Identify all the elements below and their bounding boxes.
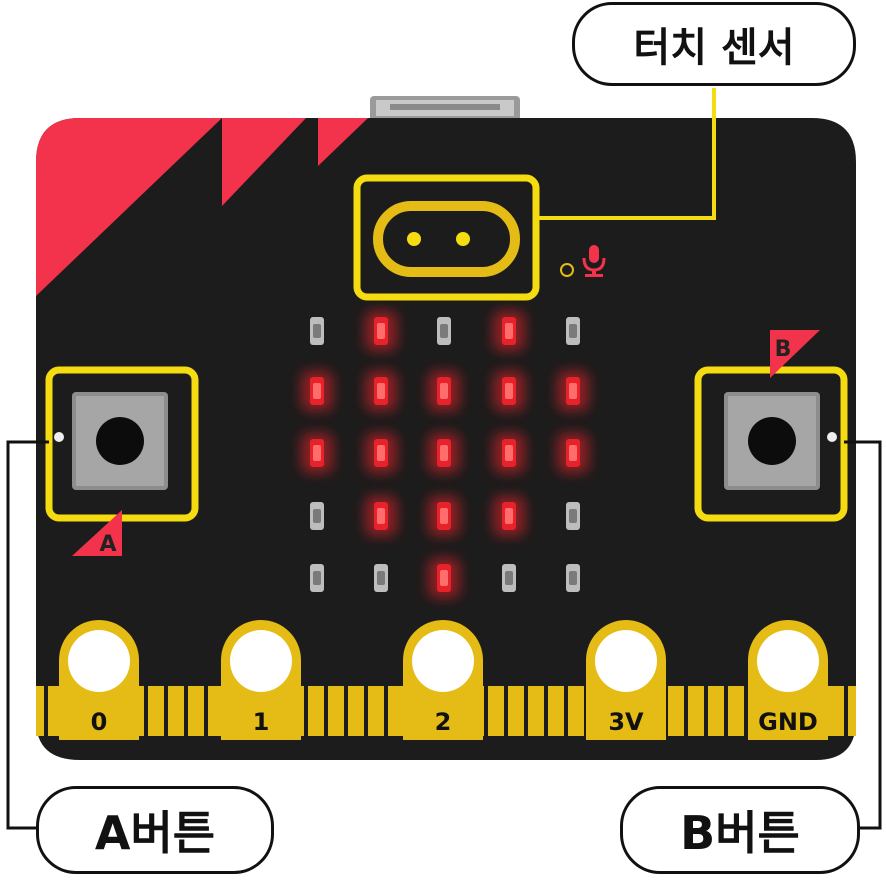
led-on bbox=[493, 496, 525, 536]
button-a-group: A bbox=[45, 366, 199, 557]
button-b-letter: B bbox=[775, 337, 792, 362]
edge-finger-gap bbox=[564, 686, 568, 736]
edge-finger-gap bbox=[364, 686, 368, 736]
edge-finger-gap bbox=[204, 686, 208, 736]
edge-finger-gap bbox=[744, 686, 748, 736]
button-a-leader-line bbox=[6, 440, 49, 830]
led-off bbox=[566, 317, 580, 345]
edge-finger-gap bbox=[504, 686, 508, 736]
led-on bbox=[365, 311, 397, 351]
led-on bbox=[428, 371, 460, 411]
edge-finger-gap bbox=[384, 686, 388, 736]
pin-label: GND bbox=[758, 708, 818, 736]
led-on bbox=[557, 433, 589, 473]
pin-label: 3V bbox=[608, 708, 644, 736]
touch-sensor-leader-line bbox=[536, 88, 716, 220]
edge-finger-gap bbox=[524, 686, 528, 736]
edge-finger-gap bbox=[144, 686, 148, 736]
led-on bbox=[301, 371, 333, 411]
button-b-leader-line bbox=[844, 440, 882, 830]
led-on bbox=[493, 433, 525, 473]
gpio-pins: 0 1 2 3V GND bbox=[59, 620, 828, 740]
edge-finger-gap bbox=[844, 686, 848, 736]
led-off bbox=[310, 317, 324, 345]
button-a-callout: A버튼 bbox=[36, 786, 274, 874]
pin-pad-1[interactable]: 1 bbox=[221, 620, 301, 740]
led-off bbox=[566, 502, 580, 530]
led-on bbox=[365, 433, 397, 473]
led-off bbox=[437, 317, 451, 345]
led-on bbox=[493, 371, 525, 411]
edge-finger-gap bbox=[544, 686, 548, 736]
pin-pad-2[interactable]: 2 bbox=[403, 620, 483, 740]
edge-finger-gap bbox=[324, 686, 328, 736]
edge-finger-gap bbox=[344, 686, 348, 736]
led-off bbox=[310, 502, 324, 530]
led-on bbox=[365, 496, 397, 536]
touch-sensor-callout: 터치 센서 bbox=[572, 2, 856, 86]
led-on bbox=[301, 433, 333, 473]
led-on bbox=[493, 311, 525, 351]
pin-label: 2 bbox=[435, 708, 452, 736]
button-b-callout: B버튼 bbox=[620, 786, 860, 874]
led-off bbox=[502, 564, 516, 592]
microphone-icon bbox=[582, 245, 606, 277]
led-on bbox=[428, 496, 460, 536]
pin-pad-0[interactable]: 0 bbox=[59, 620, 139, 740]
button-a-letter: A bbox=[99, 532, 116, 557]
mic-hole bbox=[560, 263, 574, 277]
led-on bbox=[428, 558, 460, 598]
led-on bbox=[557, 371, 589, 411]
led-matrix bbox=[301, 311, 589, 598]
led-on bbox=[428, 433, 460, 473]
red-corner-decoration bbox=[36, 118, 368, 296]
led-off bbox=[374, 564, 388, 592]
button-b-tag bbox=[770, 330, 820, 378]
edge-finger-gap bbox=[44, 686, 48, 736]
edge-finger-gap bbox=[304, 686, 308, 736]
pin-pad-3v[interactable]: 3V bbox=[586, 620, 666, 740]
button-a-tag bbox=[72, 510, 122, 556]
edge-finger-gap bbox=[484, 686, 488, 736]
edge-finger-gap bbox=[704, 686, 708, 736]
edge-finger-gap bbox=[724, 686, 728, 736]
usb-connector-icon bbox=[370, 96, 520, 122]
pin-label: 1 bbox=[253, 708, 270, 736]
button-b-group: B bbox=[694, 330, 848, 522]
edge-finger-gap bbox=[184, 686, 188, 736]
led-off bbox=[566, 564, 580, 592]
led-off bbox=[310, 564, 324, 592]
led-on bbox=[365, 371, 397, 411]
edge-finger-gap bbox=[164, 686, 168, 736]
pin-label: 0 bbox=[91, 708, 108, 736]
edge-finger-gap bbox=[684, 686, 688, 736]
pin-pad-gnd[interactable]: GND bbox=[748, 620, 828, 740]
touch-sensor-highlight bbox=[353, 174, 540, 301]
